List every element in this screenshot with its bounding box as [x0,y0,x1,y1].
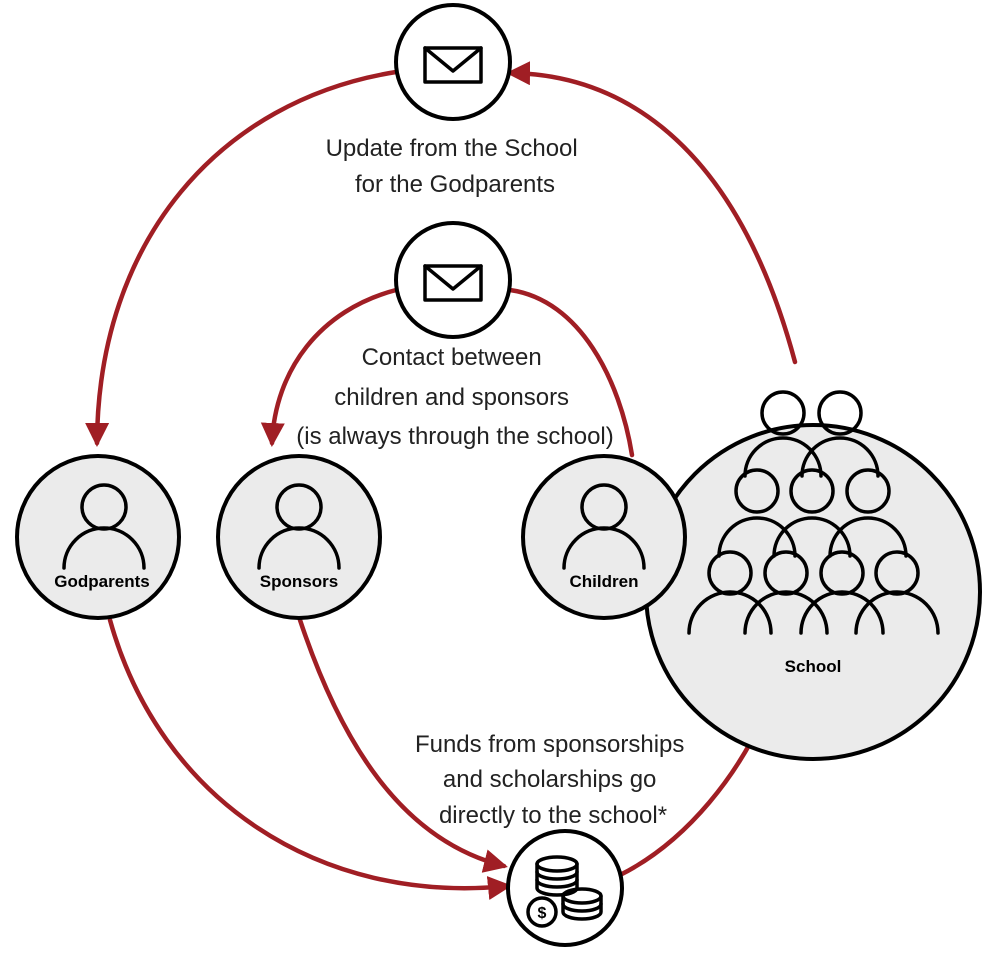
caption-funds-line-2: and scholarships go [443,766,656,793]
envelope-icon [423,46,483,84]
caption-contact-line-2: children and sponsors [334,384,569,411]
arrow-godparents-to-funds [107,617,512,900]
sponsors-label: Sponsors [260,572,338,591]
godparents-node: Godparents [15,454,181,620]
mail-icon-middle [394,221,512,339]
sponsors-node: Sponsors [216,454,382,620]
arrow-mail-to-godparents [85,69,399,447]
arrow-school-to-godparents [506,61,798,365]
funds-icon: $ [506,829,624,947]
caption-funds: Funds from sponsorships and scholarships… [415,731,691,829]
arrow-mail-to-sponsors [260,287,399,447]
caption-funds-line-1: Funds from sponsorships [415,731,684,758]
school-label: School [785,657,842,676]
person-icon [562,483,646,570]
caption-update-line-2: for the Godparents [355,171,555,198]
caption-funds-line-3: directly to the school* [439,802,667,829]
school-node: School [644,390,982,761]
arrow-sponsors-to-funds [297,617,508,873]
envelope-icon [423,264,483,302]
mail-icon-top [394,3,512,121]
person-icon [257,483,341,570]
caption-contact: Contact between children and sponsors (i… [296,344,613,450]
children-label: Children [570,572,639,591]
people-group-icon [687,390,940,635]
arrow-children-to-mail [507,287,635,458]
godparents-label: Godparents [54,572,149,591]
caption-contact-line-3: (is always through the school) [296,423,613,450]
person-icon [62,483,146,570]
dollar-symbol: $ [538,905,547,922]
caption-update-line-1: Update from the School [326,135,578,162]
caption-contact-line-1: Contact between [362,344,542,371]
coins-icon [526,855,603,928]
caption-update: Update from the School for the Godparent… [326,135,585,198]
children-node: Children [521,454,687,620]
